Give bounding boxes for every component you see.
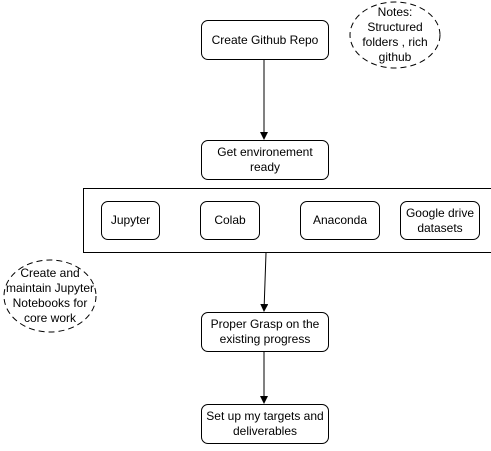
node-proper-grasp[interactable]: Proper Grasp on the existing progress [201, 312, 329, 352]
note-structured-folders: Notes: Structured folders , rich github [354, 5, 436, 65]
edge-group-to-grasp [260, 252, 269, 312]
note-jupyter-notebooks-text: Create and maintain Jupyter Notebooks fo… [5, 266, 95, 325]
node-anaconda[interactable]: Anaconda [300, 201, 380, 240]
note-structured-folders-text: Notes: Structured folders , rich github [362, 5, 428, 64]
node-set-up-targets-label: Set up my targets and deliverables [206, 409, 324, 438]
node-get-environment-ready[interactable]: Get environement ready [201, 140, 329, 180]
note-notebooks-ellipse [3, 259, 97, 333]
node-google-drive-datasets[interactable]: Google drive datasets [400, 201, 480, 240]
node-colab-label: Colab [214, 213, 246, 227]
note-structured-ellipse [349, 1, 441, 69]
node-create-github-repo-label: Create Github Repo [211, 32, 319, 47]
node-proper-grasp-label: Proper Grasp on the existing progress [210, 317, 320, 346]
node-colab[interactable]: Colab [200, 201, 260, 240]
node-set-up-targets[interactable]: Set up my targets and deliverables [201, 404, 329, 444]
node-jupyter[interactable]: Jupyter [101, 201, 160, 240]
note-jupyter-notebooks: Create and maintain Jupyter Notebooks fo… [2, 260, 98, 332]
node-create-github-repo[interactable]: Create Github Repo [201, 20, 329, 60]
node-google-drive-datasets-label: Google drive datasets [405, 205, 475, 235]
node-anaconda-label: Anaconda [312, 213, 368, 227]
node-get-environment-ready-label: Get environement ready [217, 145, 313, 174]
node-jupyter-label: Jupyter [110, 213, 151, 227]
